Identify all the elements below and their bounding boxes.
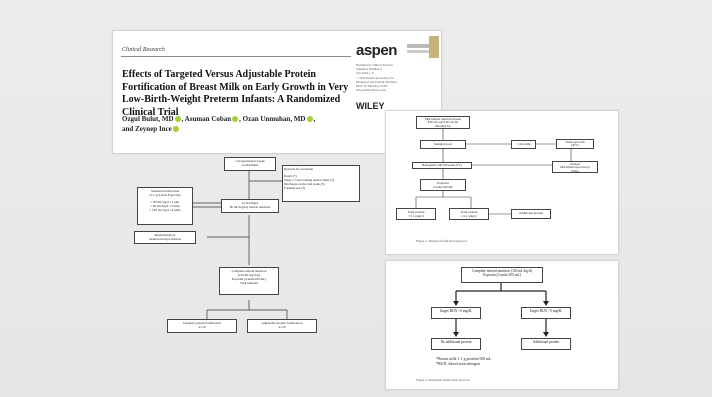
target-bun-high-box: Target BUN >5 mg/dL <box>521 307 571 319</box>
additional-protein-box: Additional protein <box>521 338 571 350</box>
author-name: Ozgul Bulut, MD <box>122 115 174 123</box>
analysis-box: Analysis Mid-infrared spectroscopy (MIA) <box>552 161 598 173</box>
enrolled-box: n=32 infants 80 mL/kg/day enteral nutrit… <box>221 199 279 213</box>
section-label: Clinical Research <box>122 47 165 53</box>
figure-2-targeted-protocol: Milk samples collected between 8:00 a.m.… <box>385 110 619 255</box>
milk-samples-box: Milk samples collected between 8:00 a.m.… <box>416 116 470 129</box>
sampled-pool-box: Sampled pool <box>420 140 466 149</box>
milk-ml-box: 1 mL milk <box>511 140 536 149</box>
publisher-logo: WILEY <box>356 101 385 111</box>
assessed-box: ≤32 gestational weeks n=49 infants <box>224 157 276 171</box>
author-list: Ozgul Bulut, MD, Asuman Coban, Ozan Unmu… <box>122 115 316 133</box>
figure-3-adjustable-protocol: Complete enteral nutrition (150 mL/kg/d)… <box>385 260 619 390</box>
eoprotin-box: Eoprotin 4 units/100 mL <box>420 179 466 191</box>
additional-protein-box: Additional protein <box>511 209 551 219</box>
figure-3-connectors <box>453 283 549 337</box>
journal-info: Nutrition in Clinical Practice Volume 0 … <box>356 63 397 93</box>
orcid-icon <box>172 126 179 132</box>
complete-nutrition-box: Complete enteral nutrition (150 mL/kg/d)… <box>461 267 543 283</box>
author-name: Asuman Coban <box>184 115 232 123</box>
target-bun-low-box: Target BUN <5 mg/dL <box>431 307 481 319</box>
paper-title: Effects of Targeted Versus Adjustable Pr… <box>122 69 349 118</box>
no-additional-protein-box: No additional protein <box>431 338 481 350</box>
paper-title-page: Clinical Research Effects of Targeted Ve… <box>112 30 442 154</box>
aspen-logo: aspen <box>356 42 397 59</box>
adjustable-arm-box: Adjustable protein fortification n=16 <box>247 319 317 333</box>
figure-2-connectors <box>415 129 572 215</box>
logo-tagline <box>407 50 429 53</box>
header-rule <box>121 56 351 57</box>
figure-3-notes: *Breast milk 1.1 g protein/100 mL *BUN, … <box>436 356 492 366</box>
author-name: Ozan Unmuhan, MD <box>242 115 306 123</box>
orcid-icon <box>174 116 181 122</box>
author-name: and Zeynep Ince <box>122 125 172 133</box>
orcid-icon <box>306 116 313 122</box>
randomization-box: Randomization; Sealed envelope method <box>134 231 196 244</box>
journal-cover-thumbnail <box>429 36 439 58</box>
logo-tagline <box>407 44 433 48</box>
orcid-icon <box>232 116 239 122</box>
consort-flowchart: ≤32 gestational weeks n=49 infants Reaso… <box>97 155 407 345</box>
complete-nutrition-box: Complete enteral nutrition (150 mL/kg/da… <box>219 267 279 295</box>
flowchart-connectors <box>193 171 288 319</box>
homogenize-box: Homogenize with Ultrasound (5°C) <box>412 162 472 169</box>
figure-3-caption: Figure 3. Adjustable fortification proto… <box>416 378 471 382</box>
targeted-arm-box: Targeted protein fortification n=16 <box>167 319 237 333</box>
total-protein-low-box: Total protein <3.1 g/kg/d <box>396 208 436 220</box>
water-bath-box: Warm water bath (40°C) <box>556 139 594 149</box>
exclusion-box: Reasons for exclusion Death (7) Stage 1-… <box>282 165 360 202</box>
total-protein-high-box: Total protein ≥3.1 g/kg/d <box>449 208 489 220</box>
figure-2-caption: Figure 2. Targeted fortification protoco… <box>416 239 468 243</box>
standard-fortification-box: Standard fortification (1:1 g/4 units Eo… <box>137 187 193 225</box>
